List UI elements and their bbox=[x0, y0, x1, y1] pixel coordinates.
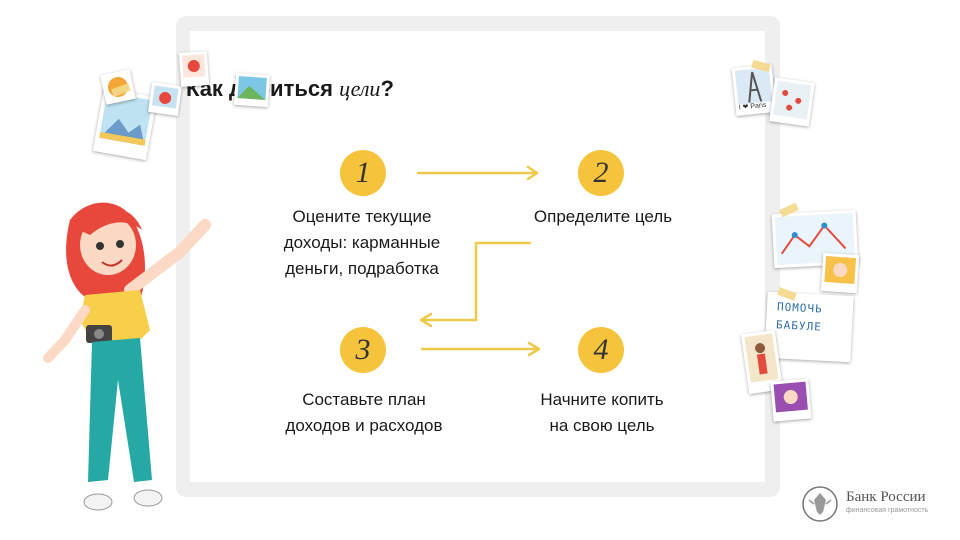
person-photo-icon bbox=[744, 333, 779, 383]
photo-person bbox=[740, 329, 784, 395]
step-3-line-1: Составьте план bbox=[302, 390, 426, 409]
landscape-photo-icon bbox=[237, 76, 267, 100]
map-pins-icon bbox=[773, 80, 812, 120]
photo-chart-note bbox=[771, 209, 859, 269]
eiffel-tower-icon bbox=[734, 67, 773, 105]
bank-of-russia-emblem-icon bbox=[802, 486, 838, 522]
step-2-line-1: Определите цель bbox=[533, 207, 673, 226]
title-accent: цели bbox=[339, 76, 381, 101]
photo-map bbox=[769, 77, 815, 127]
photo-girl-right bbox=[820, 252, 860, 294]
step-3-line-2: доходов и расходов bbox=[285, 416, 443, 435]
photo-girl-purple bbox=[770, 378, 812, 422]
route-chart-icon bbox=[774, 212, 856, 266]
step-1-line-3: деньги, подработка bbox=[285, 259, 439, 278]
photo-mountains bbox=[92, 87, 158, 161]
girl-portrait-icon bbox=[152, 85, 179, 109]
step-3-text: Составьте план доходов и расходов bbox=[264, 387, 464, 439]
photo-girl-small bbox=[148, 82, 182, 116]
step-2-number: 2 bbox=[578, 150, 624, 196]
step-4-text: Начните копить на свою цель bbox=[502, 387, 702, 439]
step-4-number: 4 bbox=[578, 327, 624, 373]
logo-name: Банк России bbox=[846, 489, 926, 505]
photo-landscape bbox=[233, 72, 271, 108]
step-4-line-2: на свою цель bbox=[549, 416, 655, 435]
step-1-number: 1 bbox=[340, 150, 386, 196]
girl-purple-icon bbox=[773, 381, 808, 413]
step-1-line-1: Оцените текущие bbox=[292, 207, 432, 226]
note-line-1: ПОМОЧЬ bbox=[776, 300, 824, 316]
logo-subtitle: финансовая грамотность bbox=[846, 507, 929, 514]
arrow-2-to-3 bbox=[419, 241, 532, 328]
step-3-number: 3 bbox=[340, 327, 386, 373]
arrow-1-to-2 bbox=[416, 165, 539, 181]
step-2-text: Определите цель bbox=[503, 204, 703, 230]
girl-avatar-icon bbox=[824, 255, 857, 285]
photo-girl-top bbox=[178, 51, 210, 87]
step-1-text: Оцените текущие доходы: карманные деньги… bbox=[262, 204, 462, 282]
note-line-2: БАБУЛЕ bbox=[775, 318, 823, 334]
page-title: Как добиться цели? bbox=[186, 76, 394, 102]
step-4-line-1: Начните копить bbox=[540, 390, 664, 409]
girl-face-icon bbox=[182, 54, 206, 78]
arrow-3-to-4 bbox=[420, 341, 541, 357]
mountain-photo-icon bbox=[99, 92, 153, 146]
step-1-line-2: доходы: карманные bbox=[283, 233, 441, 252]
girl-illustration-icon bbox=[43, 202, 211, 511]
photo-paris: I ❤ Paris bbox=[731, 64, 777, 116]
slide-card bbox=[190, 31, 765, 482]
title-suffix: ? bbox=[380, 76, 394, 101]
